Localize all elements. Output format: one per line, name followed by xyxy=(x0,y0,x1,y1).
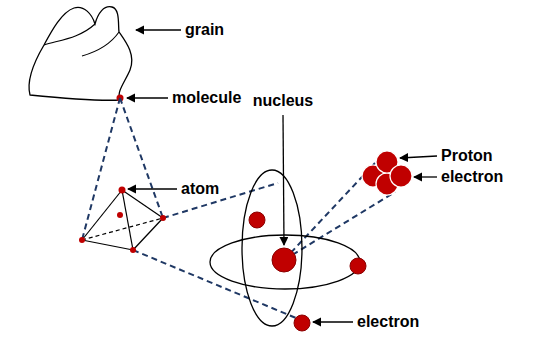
part-label: electron xyxy=(440,168,504,186)
leader-arrows xyxy=(127,30,437,322)
part-label: electron xyxy=(356,313,420,331)
grain-ridge xyxy=(44,24,119,56)
orbit-vertical xyxy=(242,170,302,326)
atom-dots xyxy=(79,187,166,254)
part-label: grain xyxy=(184,21,225,39)
zoom-lines xyxy=(82,98,395,318)
part-label: atom xyxy=(180,180,220,198)
orbit-horizontal xyxy=(210,235,360,289)
nucleus-dot xyxy=(272,248,296,272)
part-label: Proton xyxy=(440,147,494,165)
part-label: molecule xyxy=(171,89,242,107)
grain-outline xyxy=(29,7,132,101)
tetrahedron xyxy=(82,190,163,250)
part-label: nucleus xyxy=(252,92,314,110)
electron-dots xyxy=(249,212,366,331)
